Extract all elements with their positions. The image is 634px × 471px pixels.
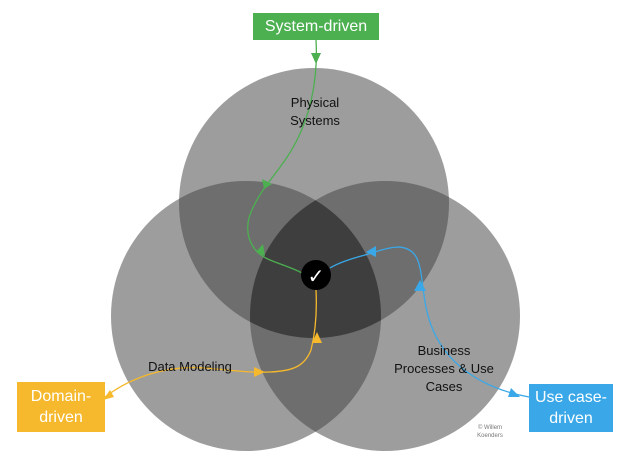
system-arrowhead-3 bbox=[256, 244, 265, 256]
physical-systems-line2: Systems bbox=[290, 113, 340, 128]
use-case-driven-tag: Use case- driven bbox=[529, 384, 613, 432]
checkmark-icon: ✓ bbox=[308, 264, 325, 288]
use-case-driven-label-line1: Use case- bbox=[534, 389, 608, 406]
business-processes-label: Business Processes & Use Cases bbox=[374, 342, 514, 396]
system-driven-path bbox=[247, 39, 317, 274]
system-arrowhead-2 bbox=[262, 179, 272, 189]
business-processes-line1: Business bbox=[417, 343, 471, 358]
copyright-line1: © Willem bbox=[477, 425, 503, 431]
use-case-driven-path bbox=[329, 246, 530, 398]
data-modeling-label: Data Modeling bbox=[130, 358, 250, 376]
domain-driven-label-line1: Domain- bbox=[30, 388, 92, 405]
center-check-circle bbox=[301, 260, 331, 290]
overlap-center bbox=[250, 181, 381, 338]
domain-arrowhead-3 bbox=[312, 332, 322, 343]
domain-driven-label-line2: driven bbox=[39, 409, 83, 426]
use-case-arrowhead-3 bbox=[366, 246, 376, 257]
domain-arrowhead-1 bbox=[103, 390, 114, 400]
physical-systems-label: Physical Systems bbox=[255, 94, 375, 130]
use-case-driven-label-line2: driven bbox=[549, 410, 593, 427]
use-case-arrowhead-2 bbox=[414, 280, 426, 291]
use-case-arrowhead-1 bbox=[508, 388, 520, 397]
domain-driven-tag: Domain- driven bbox=[17, 382, 105, 432]
copyright-note: © Willem Koenders bbox=[462, 424, 518, 440]
system-driven-tag: System-driven bbox=[253, 13, 379, 40]
system-arrowhead-1 bbox=[311, 53, 321, 64]
data-modeling-line1: Data Modeling bbox=[148, 359, 232, 374]
copyright-line2: Koenders bbox=[477, 433, 503, 439]
system-driven-label: System-driven bbox=[264, 18, 368, 35]
business-processes-line3: Cases bbox=[425, 379, 463, 394]
business-processes-line2: Processes & Use bbox=[394, 361, 494, 376]
domain-arrowhead-2 bbox=[254, 367, 265, 377]
physical-systems-line1: Physical bbox=[290, 95, 340, 110]
